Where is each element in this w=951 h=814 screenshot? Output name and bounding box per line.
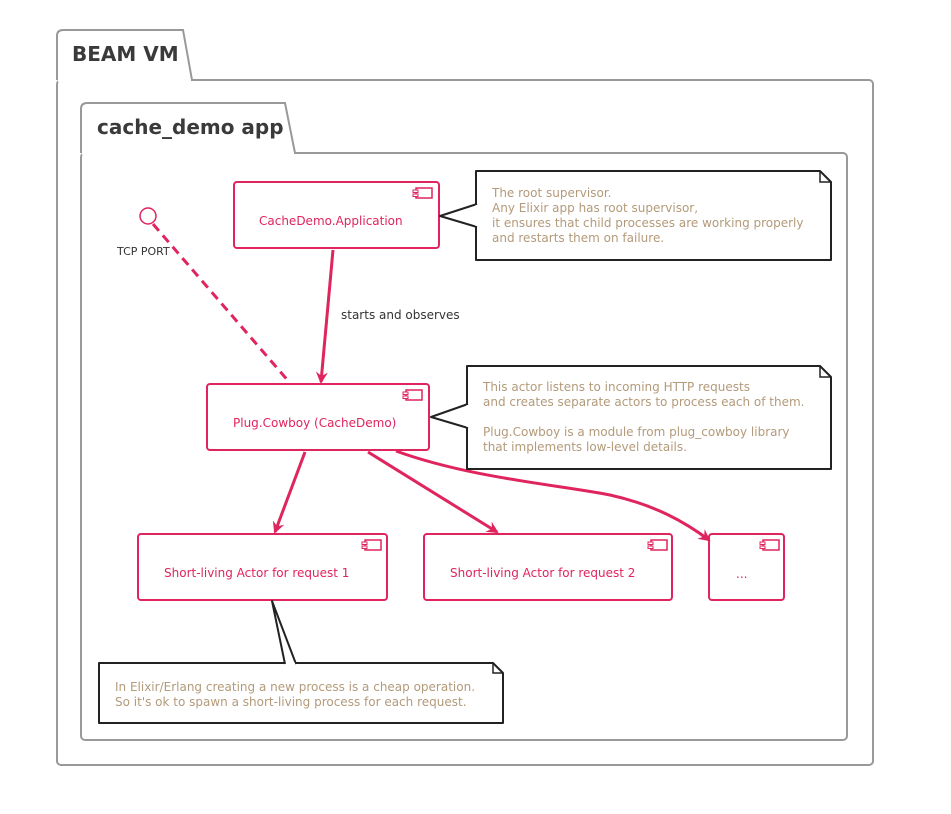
tcp-port-label: TCP PORT bbox=[116, 245, 170, 258]
note-root-supervisor: The root supervisor. Any Elixir app has … bbox=[439, 170, 832, 261]
edge-cowboy-to-actor2 bbox=[367, 450, 499, 534]
edge-label-starts: starts and observes bbox=[341, 308, 460, 322]
component-actor-request-1: Short-living Actor for request 1 bbox=[137, 533, 388, 601]
note-process: In Elixir/Erlang creating a new process … bbox=[98, 600, 504, 724]
package-title-cache-demo-app: cache_demo app bbox=[97, 115, 284, 139]
port-circle-icon bbox=[139, 207, 157, 225]
component-label-cowboy: Plug.Cowboy (CacheDemo) bbox=[233, 416, 396, 430]
component-icon bbox=[759, 539, 780, 551]
note-process-line-2: So it's ok to spawn a short-living proce… bbox=[115, 695, 467, 709]
component-label-actor2: Short-living Actor for request 2 bbox=[450, 566, 635, 580]
edges: starts and observes bbox=[272, 249, 711, 542]
component-icon bbox=[361, 539, 382, 551]
note-root-line-4: and restarts them on failure. bbox=[492, 231, 664, 245]
note-cowboy-line-1: This actor listens to incoming HTTP requ… bbox=[482, 380, 750, 394]
component-label-actor1: Short-living Actor for request 1 bbox=[164, 566, 349, 580]
note-cowboy: This actor listens to incoming HTTP requ… bbox=[430, 365, 832, 470]
component-cachedemo-application: CacheDemo.Application bbox=[233, 181, 440, 249]
edge-cowboy-to-actor-more bbox=[395, 449, 711, 542]
note-cowboy-line-4: Plug.Cowboy is a module from plug_cowboy… bbox=[483, 425, 790, 439]
component-icon bbox=[412, 187, 433, 199]
note-root-line-3: it ensures that child processes are work… bbox=[492, 216, 804, 230]
note-root-line-2: Any Elixir app has root supervisor, bbox=[492, 201, 698, 215]
note-root-line-1: The root supervisor. bbox=[491, 186, 611, 200]
note-process-line-1: In Elixir/Erlang creating a new process … bbox=[115, 680, 475, 694]
component-label-application: CacheDemo.Application bbox=[259, 214, 403, 228]
edge-cowboy-to-actor1 bbox=[272, 451, 307, 534]
port-link bbox=[151, 223, 292, 384]
package-title-beam-vm: BEAM VM bbox=[72, 42, 179, 66]
note-cowboy-line-2: and creates separate actors to process e… bbox=[483, 395, 804, 409]
component-plug-cowboy: Plug.Cowboy (CacheDemo) bbox=[206, 383, 430, 451]
edge-application-to-cowboy bbox=[315, 249, 335, 384]
component-icon bbox=[647, 539, 668, 551]
note-cowboy-line-5: that implements low-level details. bbox=[483, 440, 687, 454]
tcp-port-interface: TCP PORT bbox=[116, 207, 170, 258]
component-icon bbox=[402, 389, 423, 401]
component-label-actor-more: ... bbox=[736, 567, 747, 581]
component-actor-more: ... bbox=[708, 533, 785, 601]
component-actor-request-2: Short-living Actor for request 2 bbox=[423, 533, 673, 601]
